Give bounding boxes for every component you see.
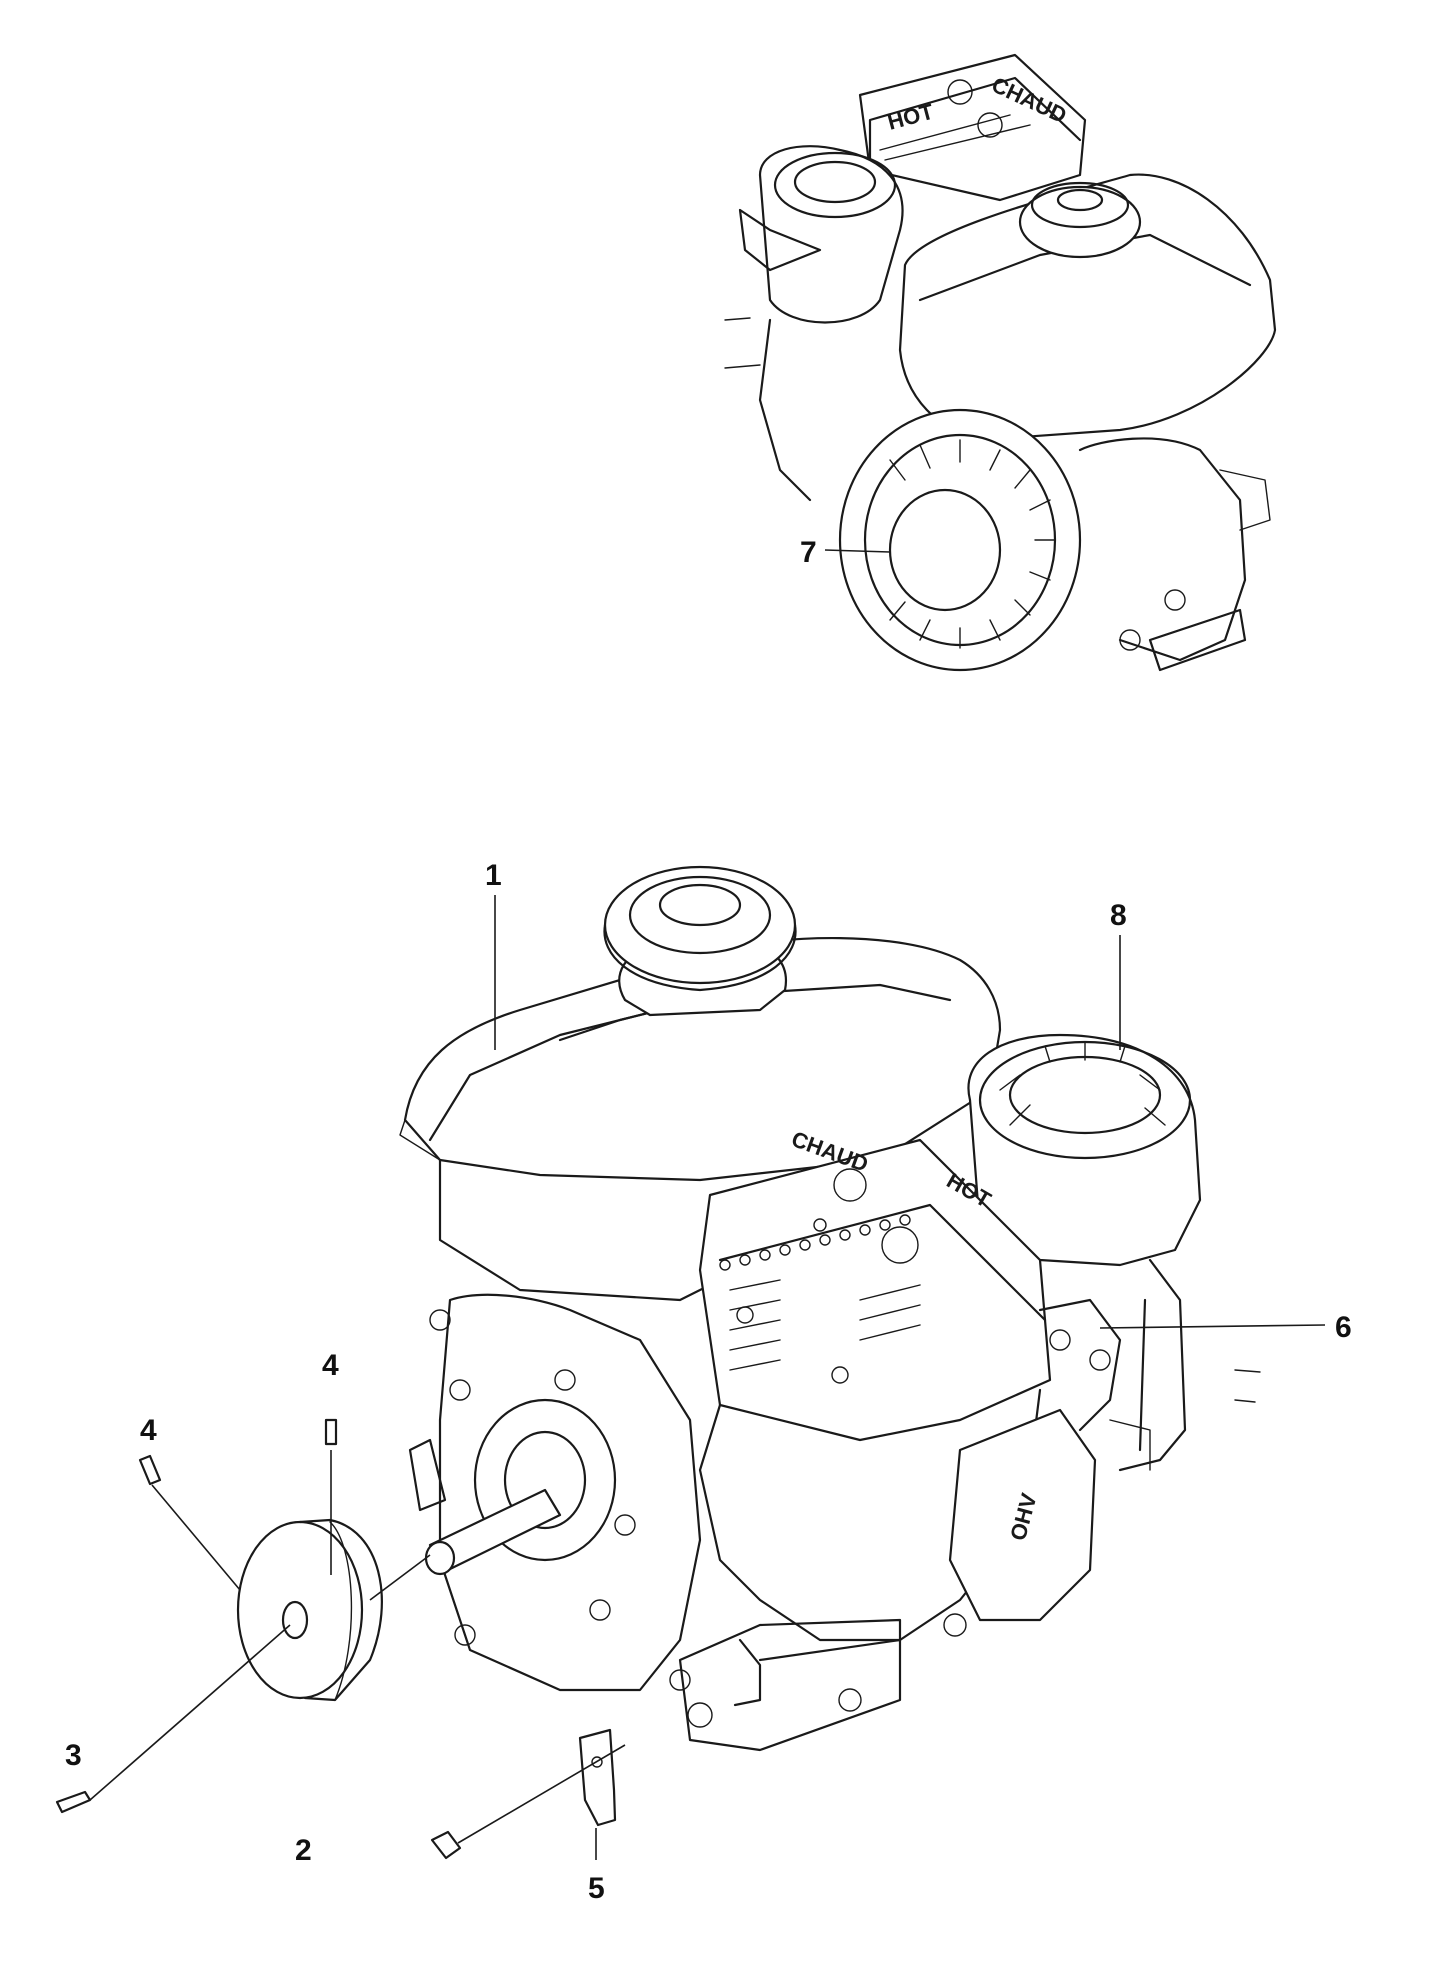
lower-fuel-cap: [603, 865, 797, 1017]
pin-part-left: [138, 1454, 162, 1486]
callout-4-left: 4: [140, 1414, 157, 1447]
callout-labels: 7 1 8 6 4 4 3 2 5: [65, 536, 1352, 1905]
lower-engine-assembly: CHAUD HOT OHV: [55, 865, 1261, 1860]
leader-3: [89, 1624, 291, 1801]
pulley: [236, 1518, 383, 1702]
lower-crankcase: [408, 1293, 702, 1692]
upper-recoil-starter: [838, 408, 1082, 672]
leader-lines: [89, 549, 1326, 1860]
leader-7: [824, 549, 891, 553]
pin-part-right: [324, 1418, 338, 1446]
leader-bolt: [457, 1744, 626, 1844]
upper-engine-assembly: HOT CHAUD: [724, 53, 1277, 672]
callout-5: 5: [588, 1872, 605, 1905]
lower-air-cleaner: [967, 1033, 1261, 1472]
callout-1: 1: [485, 859, 502, 892]
callout-6: 6: [1335, 1311, 1352, 1344]
leader-6: [1099, 1324, 1326, 1329]
leader-shaft: [369, 1554, 431, 1601]
upper-crankcase: [724, 317, 1271, 672]
crankshaft: [424, 1488, 562, 1576]
leader-4a: [151, 1484, 241, 1591]
callout-2: 2: [295, 1834, 312, 1867]
callout-3: 3: [65, 1739, 82, 1772]
bolt-part: [430, 1830, 462, 1860]
lower-vent-holes: [719, 1214, 911, 1271]
key-part: [55, 1790, 92, 1814]
upper-fuel-tank: [898, 173, 1277, 442]
upper-air-cleaner: [738, 145, 904, 324]
lower-base: [669, 1613, 967, 1752]
callout-8: 8: [1110, 899, 1127, 932]
callout-4-right: 4: [322, 1349, 339, 1382]
callout-7: 7: [800, 536, 817, 569]
bracket-part: [578, 1728, 617, 1827]
lower-cylinder: OHV: [698, 1298, 1151, 1642]
